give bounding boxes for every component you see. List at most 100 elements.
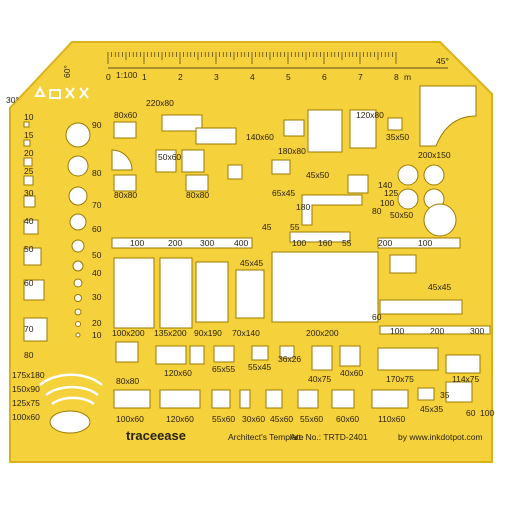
circle-size-label: 80: [92, 168, 102, 178]
website-label: by www.inkdotpot.com: [398, 432, 483, 442]
circle-size-label: 40: [92, 268, 102, 278]
dimension-label: 110x60: [378, 414, 406, 424]
dimension-label: 300: [200, 238, 214, 248]
dimension-label: 36x26: [278, 354, 301, 364]
dimension-label: 200: [430, 326, 444, 336]
stair-label: 150x90: [12, 384, 40, 394]
dimension-label: 60x60: [336, 414, 359, 424]
ruler-label: 8: [394, 72, 399, 82]
person-symbol-icon: [34, 85, 46, 97]
ruler-label: 7: [358, 72, 363, 82]
ruler-label: 2: [178, 72, 183, 82]
dimension-label: 120x80: [356, 110, 384, 120]
angle-45: 45°: [436, 56, 449, 66]
dimension-label: 90x190: [194, 328, 222, 338]
dimension-label: 45x35: [420, 404, 443, 414]
dimension-label: 55: [290, 222, 300, 232]
dimension-label: 125: [384, 188, 398, 198]
dimension-label: 170x75: [386, 374, 414, 384]
dimension-label: 100: [380, 198, 394, 208]
angle-60: 60°: [62, 65, 72, 78]
square-size-label: 30: [24, 188, 34, 198]
square-sizes: [23, 121, 48, 342]
ellipse-shape: [49, 410, 91, 434]
dimension-label: 45x60: [270, 414, 293, 424]
dimension-label: 100: [480, 408, 494, 418]
dimension-label: 50x50: [390, 210, 413, 220]
dimension-label: 45x45: [428, 282, 451, 292]
dimension-label: 100: [390, 326, 404, 336]
dimension-label: 45x50: [306, 170, 329, 180]
dimension-label: 45: [262, 222, 272, 232]
dimension-label: 65x55: [212, 364, 235, 374]
dimension-label: 220x80: [146, 98, 174, 108]
dimension-label: 180: [296, 202, 310, 212]
dimension-label: 55x60: [300, 414, 323, 424]
circle-size-label: 50: [92, 250, 102, 260]
dimension-label: 300: [470, 326, 484, 336]
symbol-icons: [34, 85, 89, 99]
dimension-label: 80x80: [114, 190, 137, 200]
square-size-label: 20: [24, 148, 34, 158]
ruler-label: 0: [106, 72, 111, 82]
square-size-label: 10: [24, 112, 34, 122]
ruler-ticks: [107, 52, 397, 64]
ruler-label: 6: [322, 72, 327, 82]
dimension-label: 140: [378, 180, 392, 190]
circle-size-label: 70: [92, 200, 102, 210]
circle-size-label: 20: [92, 318, 102, 328]
stair-label: 125x75: [12, 398, 40, 408]
dimension-label: 60: [372, 312, 382, 322]
dimension-label: 45x45: [240, 258, 263, 268]
dimension-label: 114x75: [452, 374, 480, 384]
dimension-label: 55x45: [248, 362, 271, 372]
circle-size-label: 60: [92, 224, 102, 234]
dimension-label: 40x75: [308, 374, 331, 384]
product-name: Architect's Template: [228, 432, 304, 442]
scale-label: 1:100: [116, 70, 138, 80]
dimension-label: 55: [342, 238, 352, 248]
ruler-label: 4: [250, 72, 255, 82]
dimension-label: 100: [292, 238, 306, 248]
dimension-label: 100x60: [116, 414, 144, 424]
circle-size-label: 90: [92, 120, 102, 130]
dimension-label: 120x60: [166, 414, 194, 424]
furniture-cutouts: [111, 85, 491, 409]
stair-label: 175x180: [12, 370, 45, 380]
circle-sizes: [65, 122, 91, 338]
ruler-label: 3: [214, 72, 219, 82]
square-size-label: 40: [24, 216, 34, 226]
circle-size-label: 30: [92, 292, 102, 302]
brand-logo: traceease: [126, 428, 186, 443]
circle-size-label: 10: [92, 330, 102, 340]
dimension-label: 140x60: [246, 132, 274, 142]
dimension-label: 70x140: [232, 328, 260, 338]
article-number: Art. No.: TRTD-2401: [290, 432, 368, 442]
dimension-label: 100: [418, 238, 432, 248]
dimension-label: 60: [466, 408, 476, 418]
dimension-label: 80x80: [186, 190, 209, 200]
angle-30: 30°: [6, 95, 19, 105]
stair-label: 100x60: [12, 412, 40, 422]
dimension-label: 30x60: [242, 414, 265, 424]
square-size-label: 15: [24, 130, 34, 140]
ruler-label: 1: [142, 72, 147, 82]
ruler-label: 5: [286, 72, 291, 82]
square-size-label: 80: [24, 350, 34, 360]
dimension-label: 40x60: [340, 368, 363, 378]
stair-labels: 175x180 150x90 125x75 100x60: [12, 370, 45, 422]
dimension-label: 400: [234, 238, 248, 248]
dimension-label: 55x60: [212, 414, 235, 424]
dimension-label: 200: [378, 238, 392, 248]
arc-shapes: [39, 373, 103, 406]
dimension-label: 80x60: [114, 110, 137, 120]
dimension-label: 35x50: [386, 132, 409, 142]
dimension-label: 100x200: [112, 328, 145, 338]
dimension-label: 180x80: [278, 146, 306, 156]
square-size-label: 60: [24, 278, 34, 288]
dimension-label: 35: [440, 390, 450, 400]
ruler-label: m: [404, 72, 411, 82]
